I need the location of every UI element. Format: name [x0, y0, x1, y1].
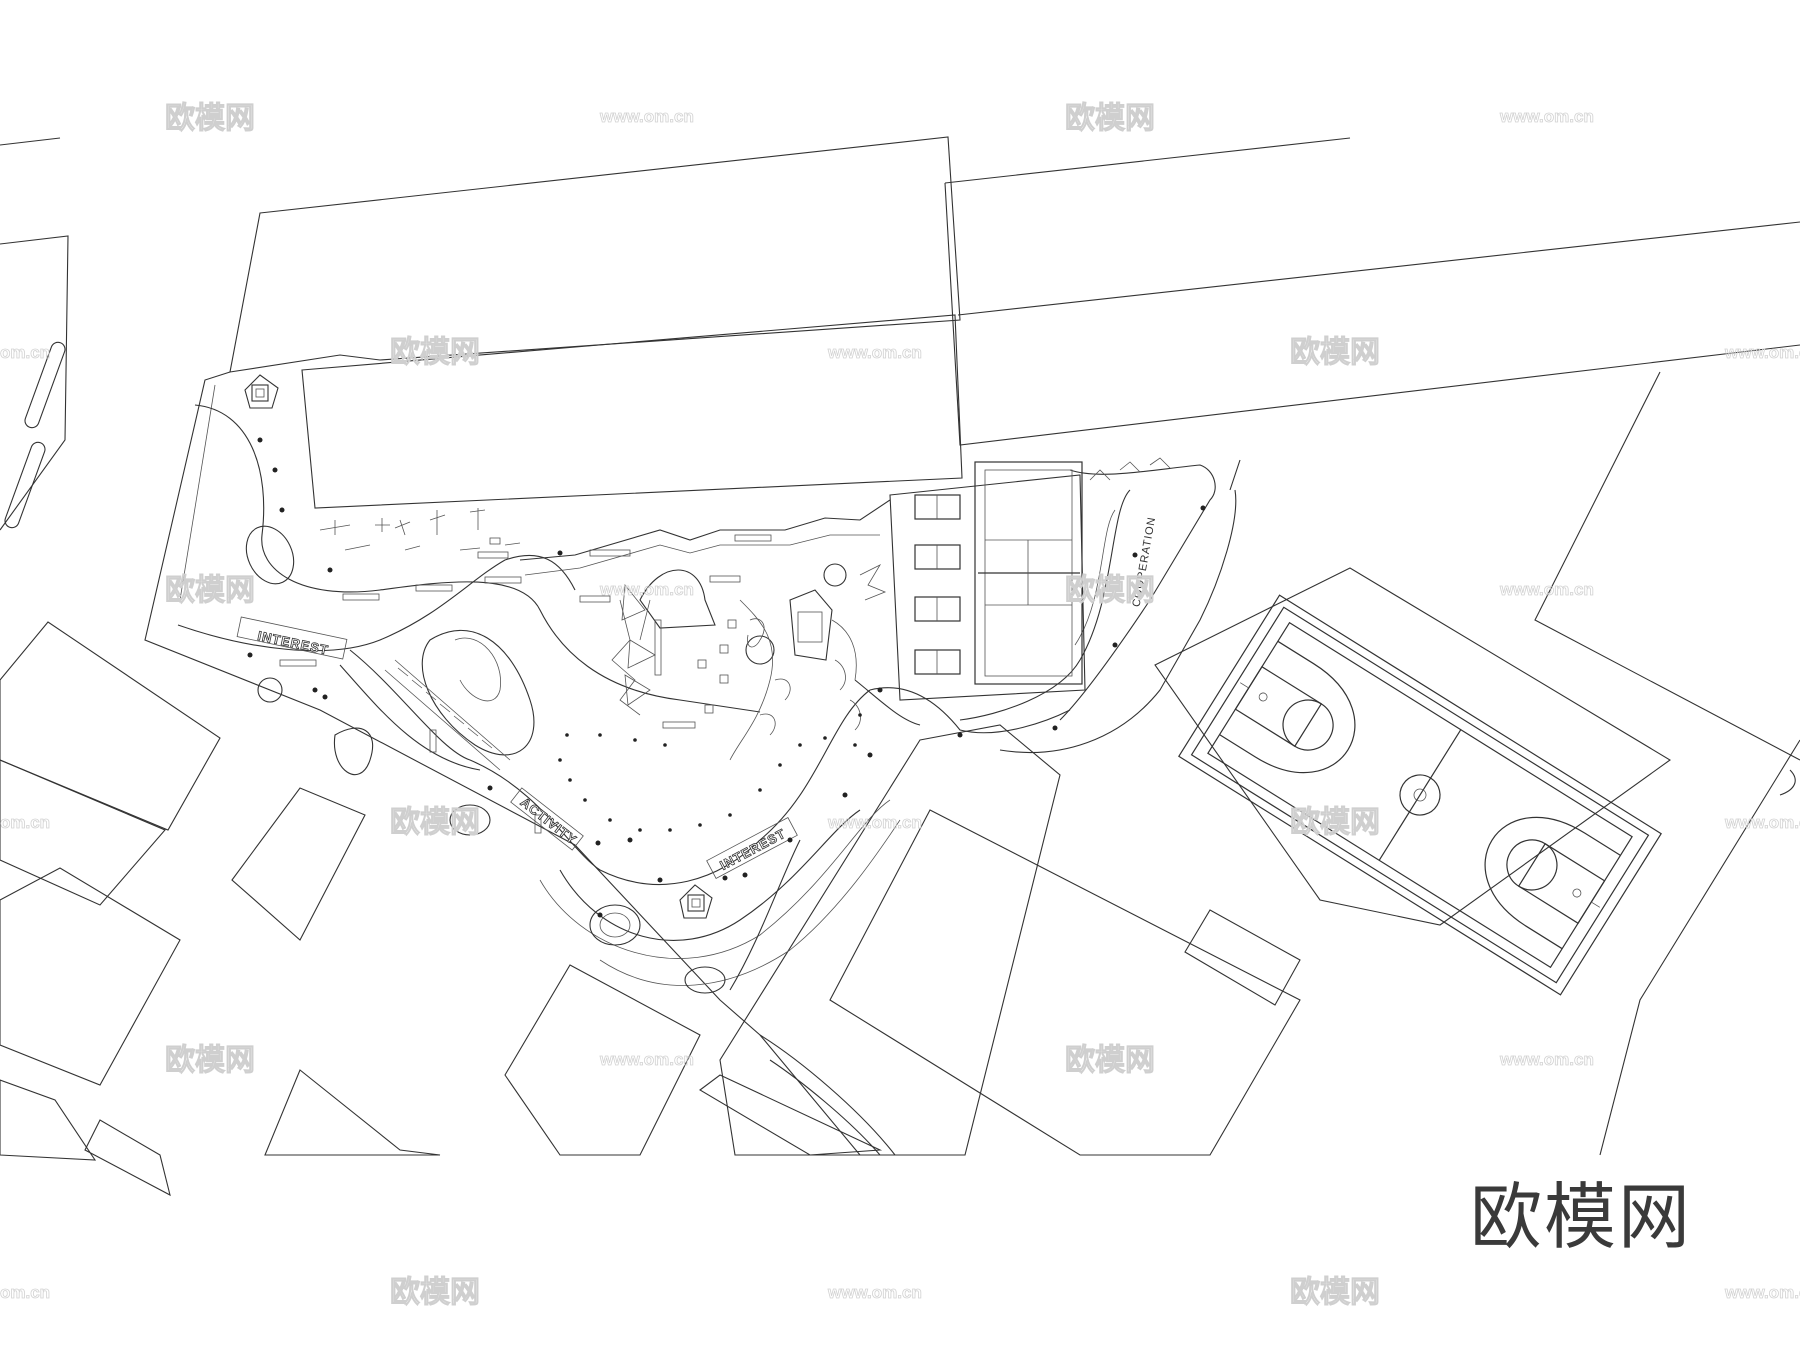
label-activity: ACTIVITY — [518, 794, 580, 847]
label-interest-north: INTEREST — [256, 628, 330, 658]
badminton-court-1 — [914, 494, 961, 520]
watermark-url: om.cn — [0, 813, 50, 832]
play-area — [245, 525, 887, 994]
watermark-logo: 欧模网 — [390, 806, 480, 839]
watermark-logo: 欧模网 — [1065, 574, 1155, 607]
badminton-court-4 — [914, 649, 961, 675]
watermark-logo: 欧模网 — [1290, 1276, 1380, 1309]
watermark-logo: 欧模网 — [1290, 806, 1380, 839]
west-edge-pills — [4, 341, 66, 529]
watermark-url: www.om.cn — [1724, 1283, 1800, 1302]
watermark-url: www.om.cn — [1499, 580, 1594, 599]
watermark-logo: 欧模网 — [1065, 1044, 1155, 1077]
building-north — [301, 314, 963, 509]
fitness-equipment — [319, 508, 521, 551]
watermark-url: www.om.cn — [1724, 813, 1800, 832]
watermark-logo: 欧模网 — [165, 102, 255, 135]
watermark-url: om.cn — [0, 343, 50, 362]
tennis-court — [974, 461, 1083, 685]
watermark-url: www.om.cn — [1724, 343, 1800, 362]
brand-logo-text: 欧模网 — [1470, 1175, 1693, 1259]
building-outlines — [0, 136, 1800, 1197]
building-north-west — [229, 136, 961, 373]
watermark-logo: 欧模网 — [1065, 102, 1155, 135]
pavilions — [244, 374, 713, 919]
courts-east — [889, 457, 1171, 701]
watermark-url: www.om.cn — [1499, 1050, 1594, 1069]
watermark-url: www.om.cn — [1499, 107, 1594, 126]
play-tower — [789, 589, 833, 661]
watermark-logo: 欧模网 — [390, 336, 480, 369]
building-south-west-1 — [0, 621, 221, 831]
badminton-court-2 — [914, 544, 961, 570]
site-lamps — [247, 437, 1206, 918]
label-strips: INTEREST ACTIVITY INTEREST COOPERATION — [236, 516, 1158, 879]
watermark-logo: 欧模网 — [165, 1044, 255, 1077]
watermark-url: www.om.cn — [827, 813, 922, 832]
watermark-url: www.om.cn — [827, 343, 922, 362]
badminton-court-3 — [914, 596, 961, 622]
park-paths — [144, 371, 1796, 1156]
sand-pit — [639, 569, 716, 629]
basketball-court — [1178, 594, 1662, 996]
watermark-logo: 欧模网 — [165, 574, 255, 607]
watermark-url: www.om.cn — [599, 107, 694, 126]
watermark-url: www.om.cn — [599, 580, 694, 599]
sports-ground-outline — [1154, 567, 1672, 926]
watermark-logo: 欧模网 — [1290, 336, 1380, 369]
watermark-url: www.om.cn — [599, 1050, 694, 1069]
watermark-url: www.om.cn — [827, 1283, 922, 1302]
watermarks: 欧模网 www.om.cn 欧模网 www.om.cn om.cn 欧模网 ww… — [0, 102, 1800, 1310]
watermark-url: om.cn — [0, 1283, 50, 1302]
watermark-logo: 欧模网 — [390, 1276, 480, 1309]
